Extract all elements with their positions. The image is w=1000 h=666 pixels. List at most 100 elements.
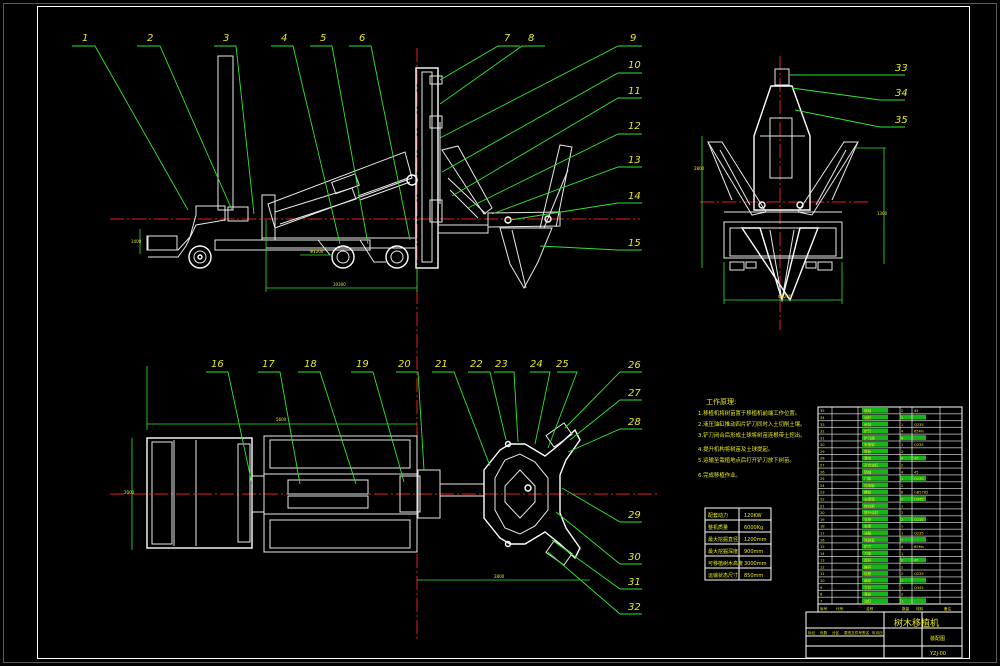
parts-cell-no: 7	[820, 599, 822, 603]
callout-18: 18	[304, 359, 317, 370]
parts-row-fill	[862, 448, 888, 454]
parts-cell-name: 夹紧架	[864, 442, 875, 447]
parts-cell-no: 17	[820, 531, 825, 535]
callout-8: 8	[528, 33, 534, 44]
parts-cell-no: 32	[820, 430, 825, 434]
callout-24: 24	[530, 359, 543, 370]
parts-cell-no: 22	[820, 498, 825, 502]
note-line-1: 1.移植机将树苗置于移植机前端工作位置。	[698, 409, 800, 417]
parts-row-fill-alt	[900, 496, 926, 502]
parts-cell-material: Q235	[914, 423, 924, 427]
note-line-2: 2.液压油缸推动四片铲刀同时入土切削土壤。	[698, 420, 806, 428]
parts-header-qty: 数量	[902, 606, 910, 611]
parts-cell-material: Q345	[914, 498, 924, 502]
parts-row-fill	[862, 550, 888, 556]
parts-cell-name: 开合油缸	[864, 463, 879, 468]
callout-30: 30	[628, 552, 641, 563]
callout-29: 29	[628, 510, 641, 521]
callout-13: 13	[628, 155, 641, 166]
parts-cell-name: 铰座	[864, 571, 872, 576]
parts-row-fill	[862, 455, 888, 461]
callout-14: 14	[628, 191, 641, 202]
callout-17: 17	[262, 359, 275, 370]
parts-cell-name: 油缸	[864, 415, 872, 420]
callout-21: 21	[435, 359, 448, 370]
parts-cell-name: 铲刀	[864, 544, 872, 549]
parts-row-fill-alt	[900, 598, 926, 603]
parts-cell-name: 门架	[864, 476, 872, 481]
parts-cell-material: 45	[914, 457, 919, 461]
parts-cell-no: 16	[820, 538, 825, 542]
parts-header-no: 序号	[820, 606, 828, 611]
callout-5: 5	[320, 33, 326, 44]
dim-plan-width: 2000	[124, 490, 135, 495]
parts-cell-no: 20	[820, 511, 825, 515]
parts-cell-material: 45	[914, 470, 919, 474]
parts-cell-qty: 1	[901, 586, 903, 590]
front-view	[700, 56, 868, 330]
parts-row-fill	[862, 475, 888, 481]
rev-header-3: 分区	[832, 630, 840, 635]
callout-1: 1	[82, 33, 88, 44]
parts-cell-name: 销轴	[864, 408, 872, 413]
callout-6: 6	[359, 33, 365, 44]
parts-cell-no: 34	[820, 416, 825, 420]
parts-row-fill	[862, 509, 888, 515]
dim-side-wheel: Φ1200	[310, 249, 324, 254]
parts-cell-name: 连接板	[864, 483, 875, 488]
parts-header-code: 代号	[836, 606, 844, 611]
parts-row-fill	[862, 523, 888, 529]
callout-31: 31	[628, 577, 641, 588]
parts-row-fill	[862, 530, 888, 536]
rev-header-5: 签名	[862, 630, 870, 635]
parts-cell-name: 铲刀座	[864, 435, 875, 440]
callout-16: 16	[211, 359, 224, 370]
parts-cell-qty: 2	[901, 593, 903, 597]
parts-cell-no: 27	[820, 464, 825, 468]
callout-19: 19	[356, 359, 369, 370]
parts-cell-qty: 2	[901, 518, 903, 522]
plan-view	[110, 422, 660, 566]
parts-cell-no: 25	[820, 477, 825, 481]
parts-row-fill	[862, 482, 888, 488]
drawing-type-label: 装配图	[930, 635, 945, 642]
drawing-title: 树木移植机	[894, 617, 939, 629]
parts-cell-name: 横梁	[864, 578, 872, 583]
parts-cell-qty: 2	[901, 565, 903, 569]
parts-row-fill	[862, 571, 888, 576]
spec-value-2: 6000Kg	[744, 525, 763, 531]
parts-cell-name: 立柱	[864, 585, 872, 590]
parts-cell-name: 推杆	[864, 564, 872, 569]
parts-cell-name: 提升油缸	[864, 510, 879, 515]
callout-3: 3	[223, 33, 229, 44]
parts-header-note: 备注	[944, 606, 952, 611]
parts-cell-no: 28	[820, 457, 825, 461]
parts-row-fill	[862, 414, 888, 420]
parts-cell-no: 24	[820, 484, 825, 488]
spec-value-5: 3000mm	[744, 561, 767, 567]
parts-cell-no: 9	[820, 586, 823, 590]
parts-cell-qty: 2	[901, 559, 903, 563]
parts-cell-name: 支座	[864, 517, 872, 522]
parts-cell-no: 33	[820, 423, 825, 427]
note-line-3: 3.铲刀闭合后形成土球将树苗连根带土挖出。	[698, 431, 806, 439]
notes-title: 工作原理:	[706, 397, 736, 406]
callout-25: 25	[556, 359, 569, 370]
parts-cell-qty: 1	[901, 423, 903, 427]
spec-label-2: 整机质量	[708, 524, 728, 531]
